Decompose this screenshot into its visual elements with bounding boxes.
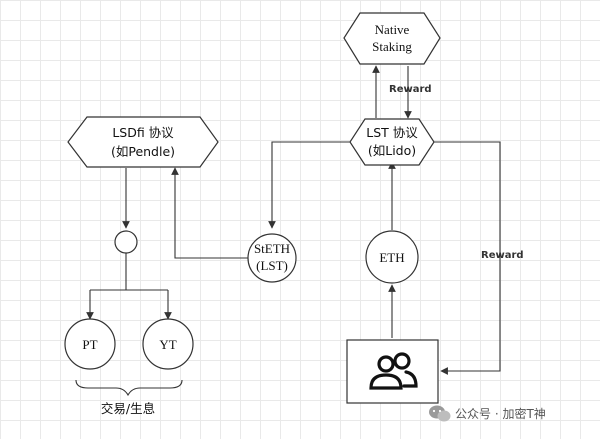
edge-lst-to-steth [268,141,353,229]
reward-label-top: Reward [389,84,432,95]
pt-node: PT [64,318,116,370]
edge-steth-to-lsdfi [171,167,250,259]
brace-label: 交易/生息 [101,401,155,416]
native-staking-node: Native Staking [343,12,441,65]
watermark: 公众号 · 加密T神 [429,405,546,422]
yt-node: YT [142,318,194,370]
steth-label-2: (LST) [256,258,288,273]
lst-protocol-node: LST 协议 (如Lido) [349,118,435,166]
wechat-icon [429,405,451,422]
watermark-text: 公众号 · 加密T神 [455,406,546,421]
lst-protocol-label-1: LST 协议 [366,125,418,140]
eth-label: ETH [379,250,404,265]
brace [75,379,183,397]
edge-lst-to-users-reward [430,141,501,375]
eth-node: ETH [365,230,419,284]
edge-split-to-pt-yt [90,253,168,291]
users-node [346,339,439,404]
steth-node: StETH (LST) [247,233,297,283]
yt-label: YT [159,337,176,352]
reward-label-right: Reward [481,250,524,261]
lsdfi-protocol-node: LSDfi 协议 (如Pendle) [67,116,219,168]
lsdfi-protocol-label-2: (如Pendle) [111,144,175,159]
native-staking-label-2: Staking [372,39,412,54]
split-node [114,230,138,254]
steth-label-1: StETH [254,241,290,256]
lsdfi-protocol-label-1: LSDfi 协议 [112,125,174,140]
users-icon [369,352,418,390]
native-staking-label-1: Native [375,22,410,37]
lst-protocol-label-2: (如Lido) [368,143,416,158]
pt-label: PT [82,337,97,352]
